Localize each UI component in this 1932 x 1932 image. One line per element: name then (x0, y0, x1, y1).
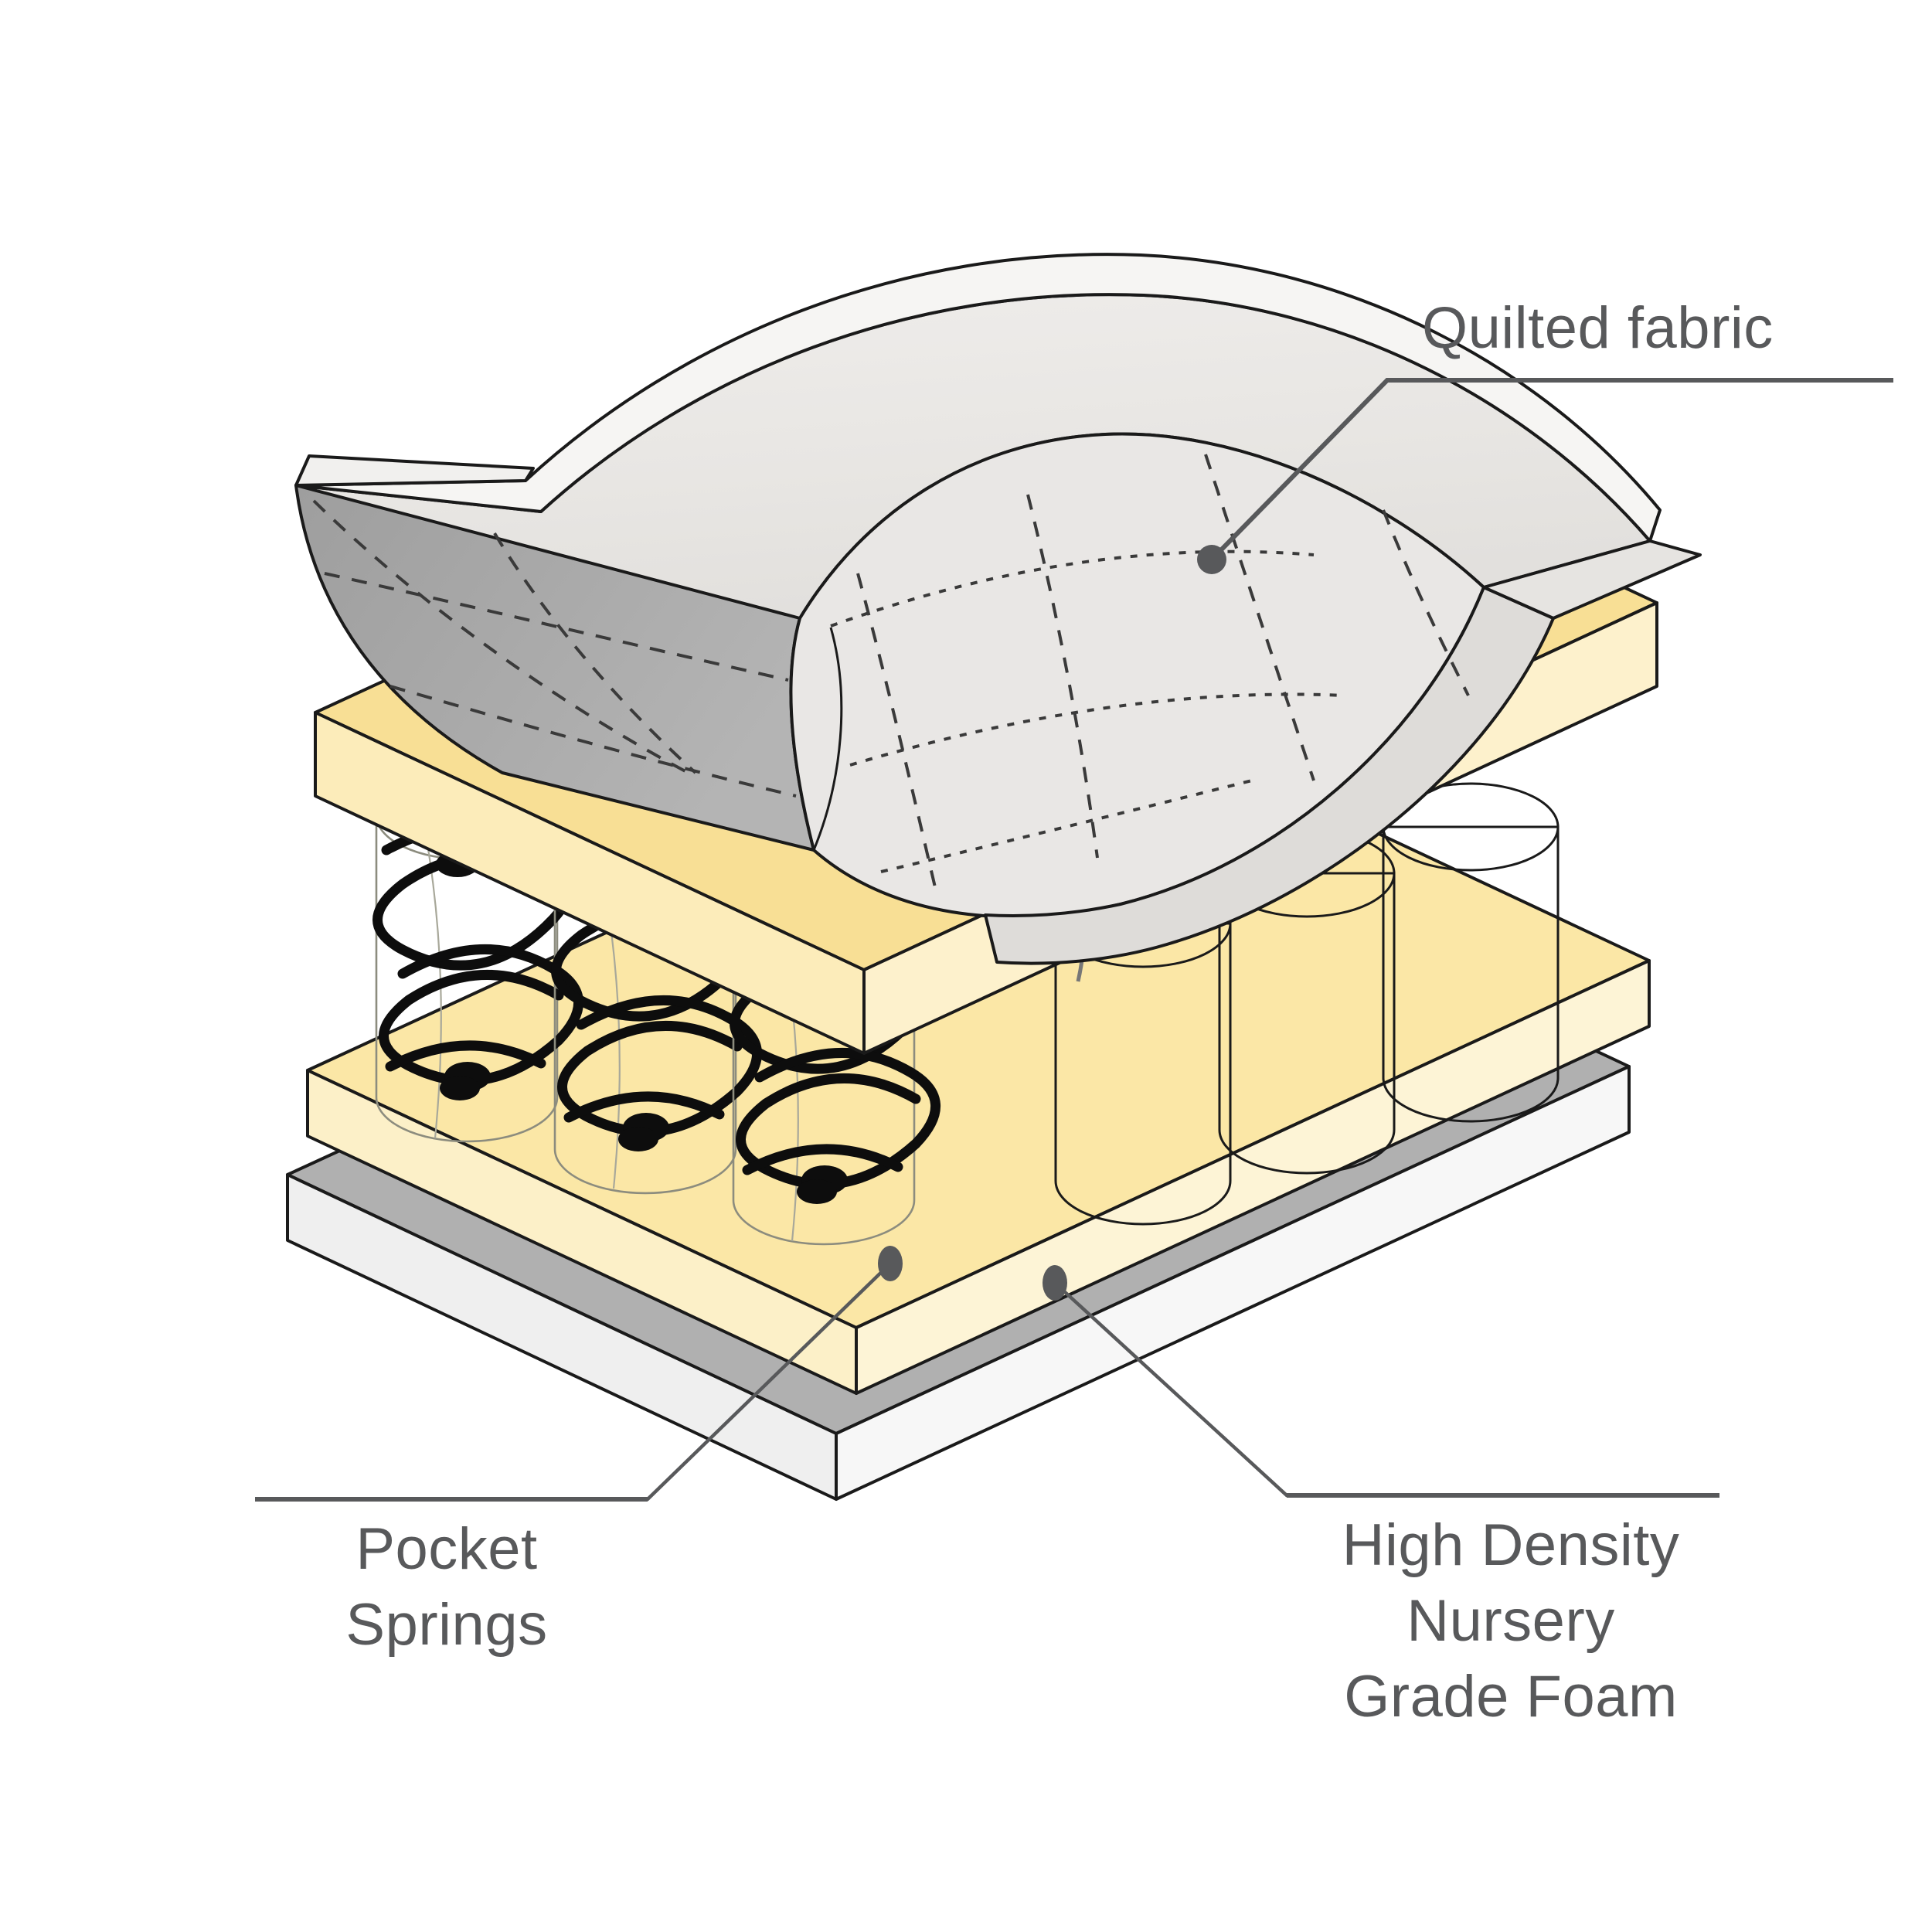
label-pocket-springs-line1: Pocket (355, 1516, 537, 1582)
pocket-sleeve-2 (553, 864, 737, 1195)
fabric-center-crease (789, 617, 815, 851)
labels-group: Quilted fabric Pocket Springs High Densi… (345, 295, 1773, 1730)
pocket-sleeve-3 (732, 917, 916, 1246)
base-board-front-right-face (835, 1065, 1631, 1501)
fabric-right-end-face (1482, 539, 1702, 620)
quilted-fabric-layer (294, 253, 1702, 965)
leader-quilted-fabric (1197, 378, 1893, 574)
label-quilted-fabric: Quilted fabric (1422, 295, 1774, 361)
leader-lines-group (255, 378, 1893, 1502)
leader-dot-high-density-foam (1043, 1265, 1067, 1301)
fabric-quilting-stitches (312, 454, 1470, 888)
fabric-left-edge-band (294, 253, 1662, 543)
fabric-right-thickness (984, 586, 1555, 965)
fabric-left-tip-cap (294, 454, 535, 487)
leader-high-density-foam (1043, 1265, 1719, 1498)
leader-pocket-springs (255, 1246, 903, 1502)
label-high-density-foam-line3: Grade Foam (1344, 1664, 1678, 1730)
label-high-density-foam-line1: High Density (1342, 1512, 1680, 1578)
pocket-sleeve-1 (375, 814, 559, 1143)
leader-dot-pocket-springs (878, 1246, 903, 1281)
label-pocket-springs-line2: Springs (345, 1592, 547, 1658)
fabric-valley-crease (812, 627, 843, 851)
label-high-density-foam-line2: Nursery (1406, 1588, 1615, 1654)
leader-dot-quilted-fabric (1197, 545, 1226, 574)
